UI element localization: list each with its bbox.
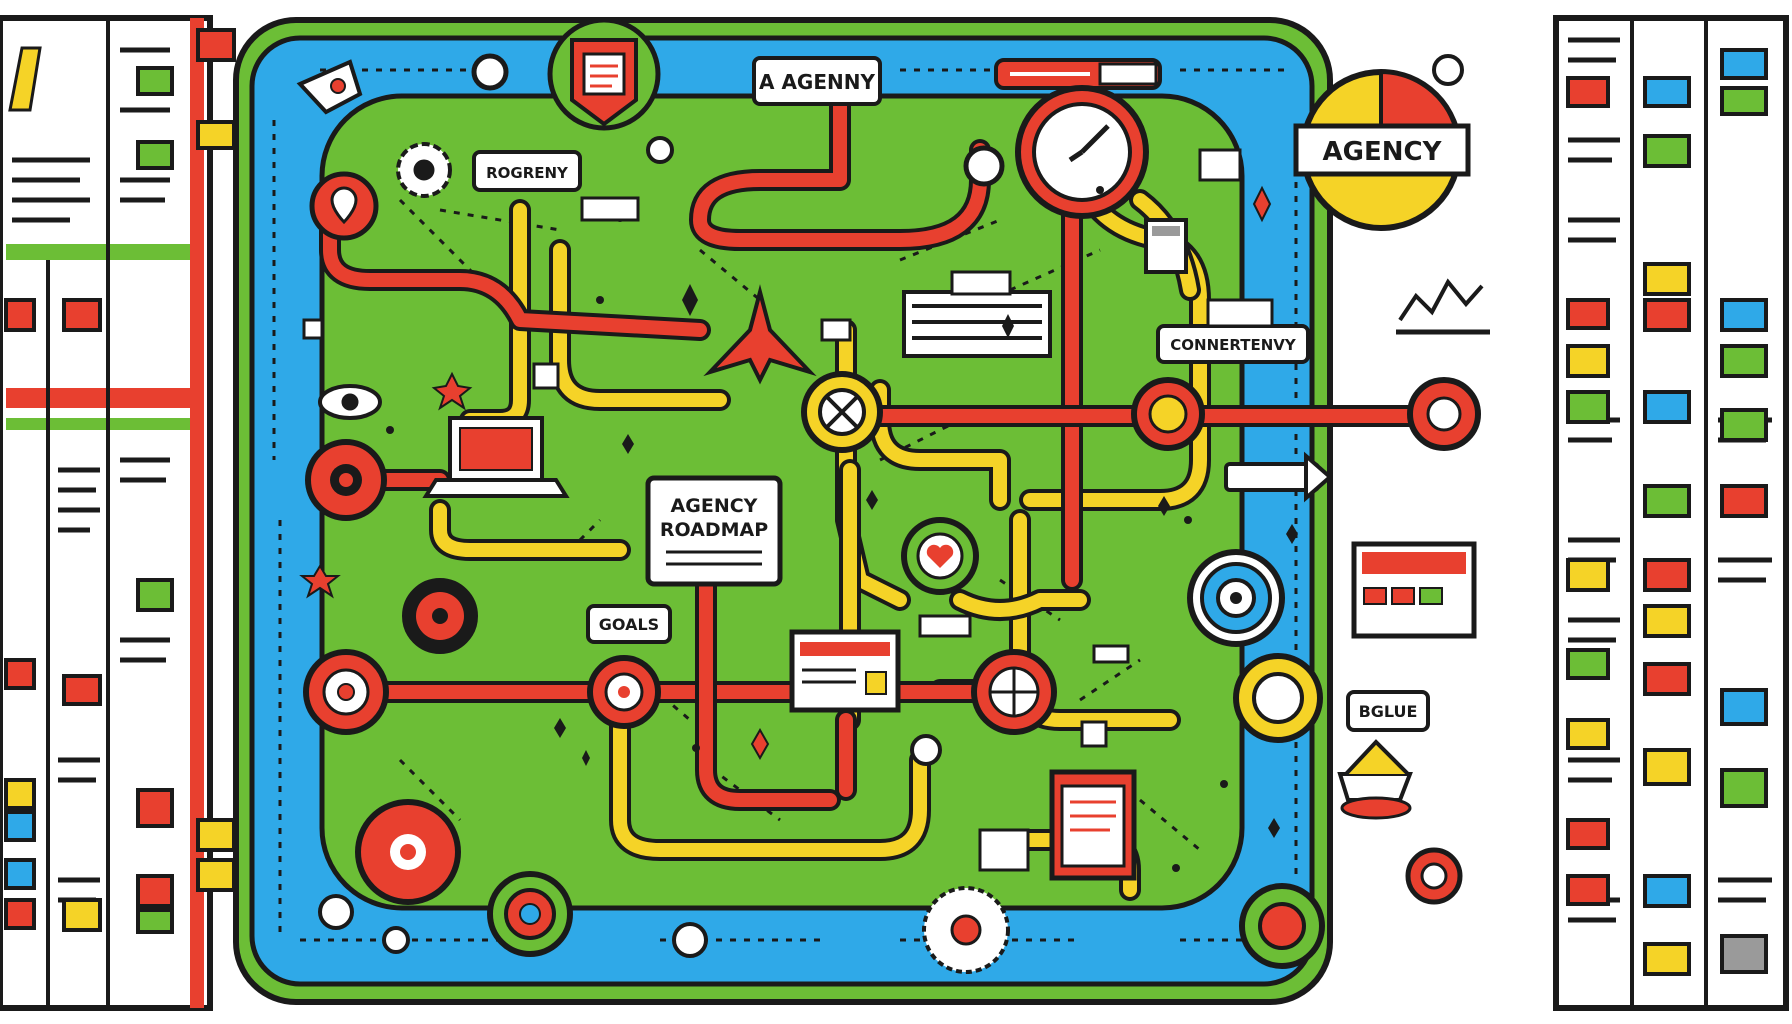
compass-icon — [303, 649, 389, 735]
top-progress-bar — [994, 58, 1162, 90]
agency-sign-text: AGENCY — [1323, 137, 1443, 167]
small-square-markers — [302, 148, 1274, 872]
left-sidebar — [0, 15, 236, 1011]
progress-label: ROGRENY — [472, 150, 582, 192]
sparkle-decorations — [299, 185, 1298, 872]
station-nodes — [303, 53, 1481, 974]
gear-icon — [587, 655, 661, 729]
heart-icon — [901, 517, 979, 595]
top-agency-label: A AGENNY — [752, 56, 882, 106]
location-pin-icon — [309, 171, 379, 241]
compass-icon — [801, 371, 883, 453]
target-icon — [402, 578, 478, 654]
compass-icon — [1233, 653, 1323, 743]
gear-icon — [305, 439, 387, 521]
top-agency-text: A AGENNY — [759, 70, 875, 94]
value-text: BGLUE — [1359, 702, 1418, 721]
clipboard-icon — [1049, 769, 1137, 881]
target-icon — [487, 871, 573, 957]
compass-icon — [922, 886, 1010, 974]
goals-text: GOALS — [599, 615, 659, 634]
right-sidebar — [1553, 15, 1789, 1011]
compass-icon — [971, 649, 1057, 735]
brand-logo-icon — [8, 46, 42, 112]
star-icon — [431, 371, 473, 411]
gear-icon — [1405, 847, 1463, 905]
gear-icon — [396, 142, 452, 198]
envelope-icon — [1337, 739, 1413, 820]
calculator-icon — [1144, 218, 1188, 274]
report-document-icon — [789, 629, 901, 713]
roadmap-title-line1: AGENCY — [671, 495, 758, 517]
progress-text: ROGRENY — [486, 164, 569, 182]
sidebar-text-lines — [12, 47, 170, 903]
value-label: BGLUE — [1346, 690, 1430, 732]
laptop-icon — [422, 416, 570, 498]
arrow-right-icon — [1224, 451, 1334, 503]
gear-icon — [1131, 377, 1205, 451]
eye-icon — [318, 384, 382, 420]
server-icon — [902, 270, 1052, 358]
roadmap-title-line2: ROADMAP — [660, 519, 768, 541]
airplane-icon — [703, 284, 817, 385]
agency-sign: AGENCY — [1293, 69, 1471, 231]
shield-document-icon — [547, 17, 661, 131]
rocket-icon — [296, 59, 363, 115]
goals-label: GOALS — [586, 604, 672, 644]
target-icon — [1239, 883, 1325, 969]
right-swatches — [1566, 48, 1768, 976]
gear-icon — [1407, 377, 1481, 451]
sidebar-swatches — [4, 28, 236, 934]
star-icon — [299, 564, 341, 599]
roadmap-card: AGENCY ROADMAP — [645, 475, 783, 587]
bar-chart-icon — [1396, 278, 1490, 335]
connect-label: CONNERTENVY — [1156, 324, 1310, 364]
clock-icon — [1015, 85, 1149, 219]
target-icon — [1187, 549, 1285, 647]
red-roads — [319, 89, 1451, 811]
connect-text: CONNERTENVY — [1170, 336, 1297, 354]
gear-icon — [355, 799, 461, 905]
control-panel-icon — [1351, 541, 1477, 639]
